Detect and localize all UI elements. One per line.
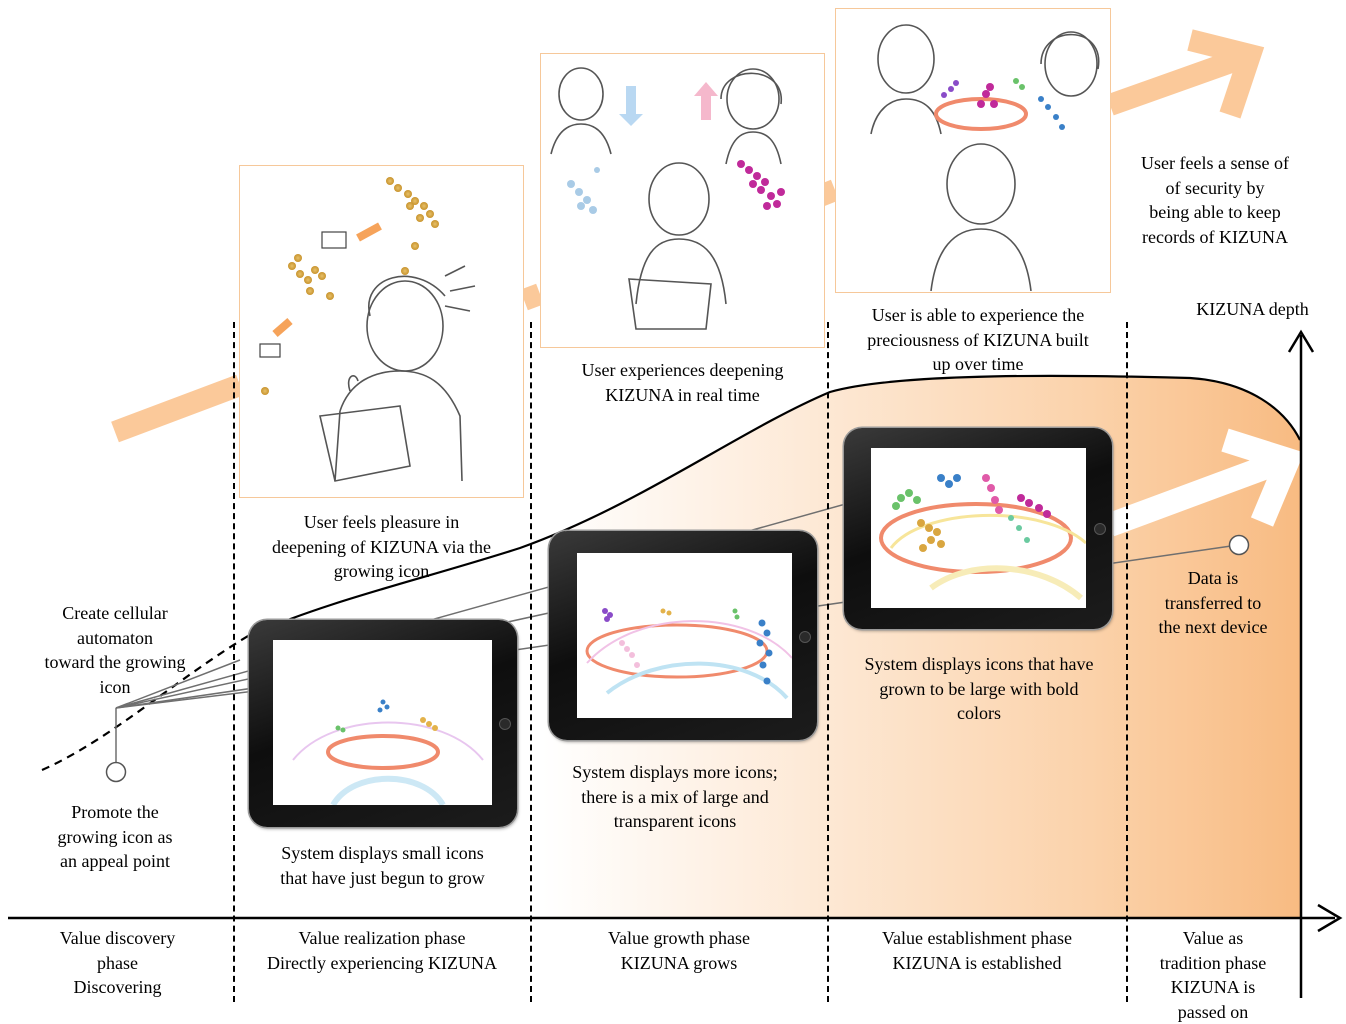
kizuna-depth-curve [247, 374, 1301, 638]
system-caption-2: System displays more icons; there is a m… [572, 762, 778, 831]
discovery-dashed-curve [41, 635, 249, 772]
user-illustration-3 [835, 8, 1111, 293]
discovery-caption-bottom: Promote the growing icon as an appeal po… [57, 802, 173, 871]
discovery-caption-top: Create cellular automaton toward the gro… [44, 603, 186, 697]
user-sketch-icon [870, 24, 1100, 292]
home-button [499, 718, 511, 730]
user-illustration-1 [239, 165, 524, 498]
user-sketch-icon [259, 177, 476, 482]
user-sketch-icon [550, 67, 785, 330]
y-axis-label: KIZUNA depth [1196, 299, 1309, 319]
growing-icons-display [292, 699, 484, 807]
phase-divider-4 [1126, 322, 1128, 1002]
phase-label-discovery: Value discovery phase Discovering [59, 928, 176, 997]
y-axis-arrowhead [1287, 329, 1315, 353]
phase-label-growth: Value growth phase KIZUNA grows [608, 928, 750, 973]
growing-icons-display [585, 608, 793, 700]
x-axis-arrowhead [1317, 903, 1343, 933]
system-caption-4: Data is transferred to the next device [1158, 568, 1268, 637]
user-caption-4: User feels a sense of of security by bei… [1141, 153, 1289, 247]
phase-label-establishment: Value establishment phase KIZUNA is esta… [882, 928, 1072, 973]
user-caption-1: User feels pleasure in deepening of KIZU… [272, 512, 491, 581]
user-caption-2: User experiences deepening KIZUNA in rea… [581, 360, 784, 405]
phase-divider-2 [530, 322, 532, 1002]
user-illustration-2 [540, 53, 825, 348]
tablet-screen [273, 640, 492, 807]
user-caption-3: User is able to experience the preciousn… [867, 305, 1089, 374]
data-transfer-arrow [1105, 428, 1305, 537]
home-button [799, 631, 811, 643]
growing-icons-display [879, 474, 1087, 601]
phase-divider-1 [233, 322, 235, 1002]
tablet-screen [871, 448, 1087, 608]
tablet-screen [577, 553, 793, 718]
phase-label-realization: Value realization phase Directly experie… [267, 928, 497, 973]
phase-divider-3 [827, 322, 829, 1002]
tablet-1 [249, 620, 517, 827]
tablet-2 [549, 531, 817, 740]
tablet-3 [844, 428, 1112, 629]
phase-label-tradition: Value as tradition phase KIZUNA is passe… [1159, 928, 1267, 1022]
system-caption-1: System displays small icons that have ju… [280, 843, 485, 888]
system-caption-3: System displays icons that have grown to… [864, 654, 1094, 723]
home-button [1094, 523, 1106, 535]
